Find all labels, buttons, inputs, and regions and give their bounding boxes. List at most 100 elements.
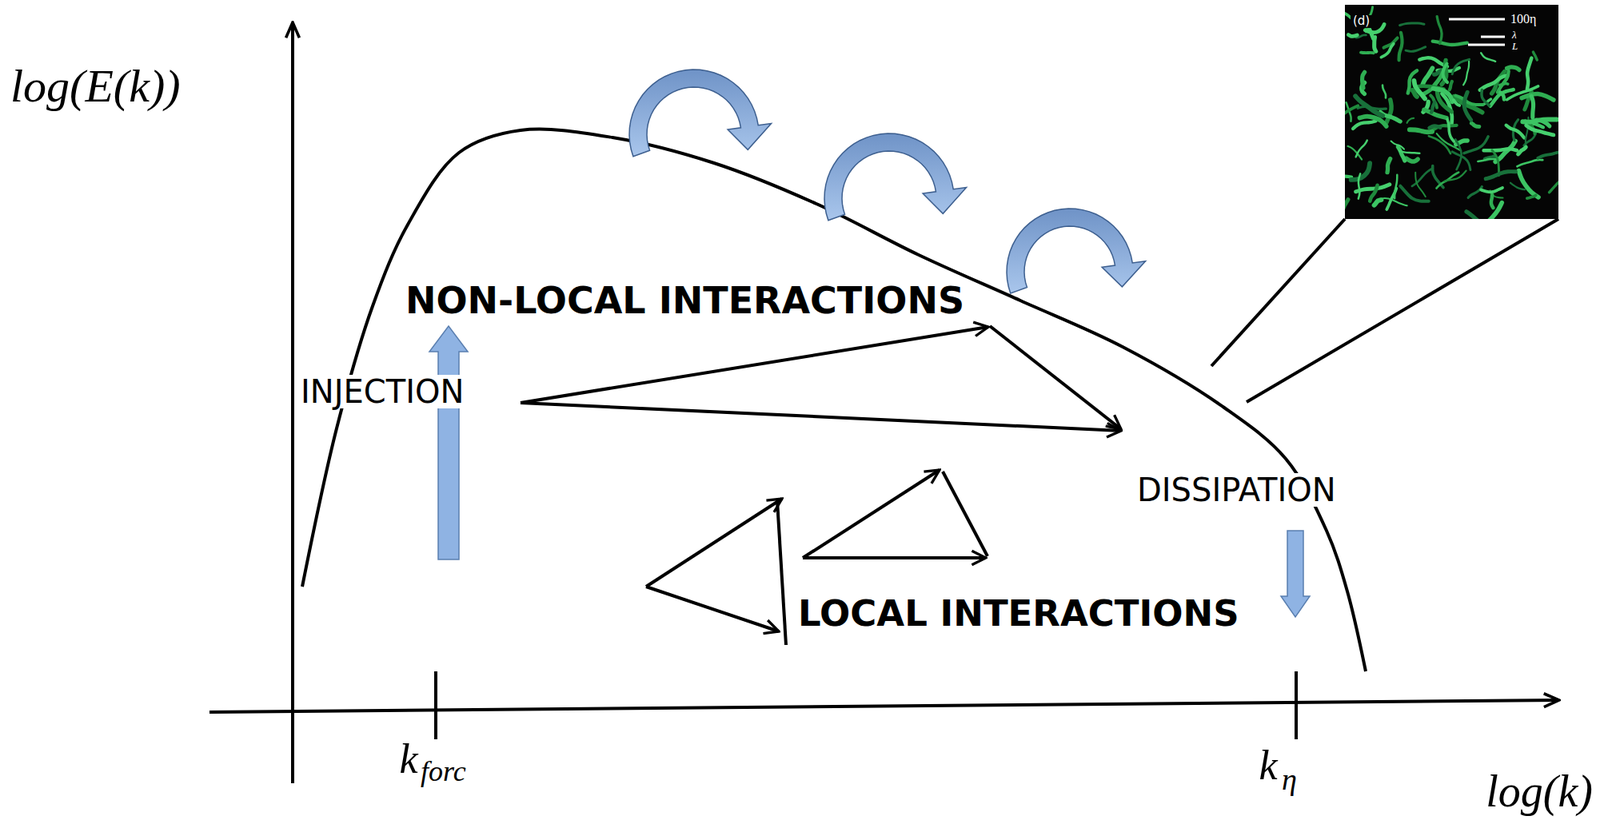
injection-arrow	[429, 326, 468, 560]
inset-background	[1344, 4, 1559, 220]
vortex-filament	[1464, 91, 1472, 120]
vortex-filament	[1424, 109, 1447, 118]
vortex-filament	[1415, 172, 1425, 197]
triad-arrow	[942, 471, 988, 557]
vortex-filament	[1506, 125, 1525, 139]
axis-title: log(E(k))	[10, 62, 181, 112]
vortex-filament	[1500, 92, 1505, 100]
vortex-filament	[1480, 75, 1509, 91]
vortex-filament	[1432, 41, 1468, 45]
vortex-filament	[1360, 51, 1374, 56]
vortex-filament	[1510, 183, 1525, 190]
scale-label: L	[1509, 40, 1521, 52]
vortex-filament	[1382, 85, 1386, 99]
vortex-filament	[1549, 167, 1559, 192]
vortex-filament	[1374, 199, 1382, 206]
vortex-filament	[1466, 211, 1493, 220]
vortex-filament	[1348, 35, 1357, 37]
vortex-filament	[1468, 187, 1482, 199]
vortex-filament	[1518, 171, 1539, 198]
vortex-filament	[1471, 123, 1479, 127]
triad-arrow	[646, 586, 779, 632]
axis-tick	[1294, 671, 1298, 740]
vortex-filament	[1356, 184, 1390, 192]
vortex-filament	[1380, 43, 1393, 58]
vortex-filament	[1348, 146, 1362, 160]
scale-bar	[1480, 35, 1505, 39]
triad-arrow	[802, 470, 940, 559]
vortex-filament	[1351, 163, 1370, 180]
panel-label: (d)	[1350, 15, 1373, 28]
vortex-filament	[1455, 139, 1462, 170]
vorticity-inset	[1320, 4, 1571, 229]
vortex-filament	[1344, 199, 1349, 212]
vortex-filament	[1406, 158, 1418, 162]
vortex-filament	[1412, 90, 1417, 97]
cascade-arrow	[824, 133, 967, 221]
tick-label: k	[1258, 744, 1277, 789]
vortex-filament	[1407, 118, 1415, 124]
tick-label: k	[399, 738, 418, 783]
vortex-filament	[1455, 95, 1483, 105]
vortex-filament	[1464, 136, 1489, 154]
tick-subscript: forc	[420, 757, 467, 788]
vortex-filament	[1443, 63, 1449, 83]
triad-arrow	[802, 556, 986, 560]
vortex-filament	[1452, 59, 1469, 74]
vortex-filament	[1409, 129, 1433, 132]
vortex-filament	[1521, 94, 1554, 100]
vortex-filament	[1436, 16, 1442, 44]
vortex-filament	[1516, 159, 1543, 167]
region-label: NON-LOCAL INTERACTIONS	[402, 281, 967, 320]
vortex-filament	[1428, 135, 1451, 154]
axis-tick	[434, 671, 438, 740]
zoom-line	[1211, 219, 1345, 367]
triad-arrow	[646, 498, 783, 587]
region-label: LOCAL INTERACTIONS	[795, 594, 1242, 633]
zoom-line	[1246, 219, 1559, 403]
vortex-filament	[1369, 185, 1377, 202]
scale-label: λ	[1509, 29, 1520, 41]
vortex-filament	[1444, 170, 1466, 181]
vortex-filament	[1480, 203, 1502, 220]
vortex-filament	[1352, 120, 1376, 129]
triad-arrow	[989, 326, 1122, 430]
vortex-filament	[1362, 71, 1365, 88]
vortex-filament	[1463, 61, 1469, 85]
vortex-filament	[1344, 170, 1352, 177]
y-axis	[291, 22, 295, 784]
vortex-filament	[1453, 99, 1460, 106]
vortex-filament	[1532, 51, 1537, 60]
vortex-filament	[1480, 187, 1503, 192]
cascade-arrow	[629, 69, 772, 157]
scale-bar	[1448, 18, 1505, 21]
vortex-filament	[1522, 119, 1557, 122]
vortex-filament	[1405, 47, 1426, 52]
vortex-filament	[1386, 99, 1393, 124]
vortex-filament	[1447, 119, 1454, 142]
vortex-filament	[1387, 159, 1391, 173]
vortex-filament	[1527, 195, 1537, 199]
vortex-filament	[1419, 57, 1448, 67]
vortex-filament	[1537, 151, 1559, 159]
vortex-filament	[1400, 186, 1429, 202]
triad-arrow	[520, 327, 989, 403]
vortex-filament	[1492, 150, 1500, 176]
vortex-filament	[1484, 148, 1517, 151]
triad-arrow	[777, 500, 787, 646]
vortex-filament	[1480, 52, 1496, 62]
vortex-filament	[1497, 71, 1509, 93]
vortex-filament	[1507, 67, 1520, 71]
vortex-filament	[1500, 83, 1509, 86]
cascade-arrow	[1006, 208, 1146, 294]
process-label: DISSIPATION	[1134, 473, 1339, 507]
vortex-filament	[1518, 147, 1527, 155]
vortex-filament	[1491, 195, 1493, 208]
scale-bar	[1468, 43, 1505, 47]
axis-title: log(k)	[1485, 768, 1593, 816]
vortex-filament	[1485, 171, 1516, 180]
vortex-filament	[1399, 151, 1420, 154]
process-label: INJECTION	[298, 375, 467, 409]
vortex-filament	[1344, 105, 1358, 129]
